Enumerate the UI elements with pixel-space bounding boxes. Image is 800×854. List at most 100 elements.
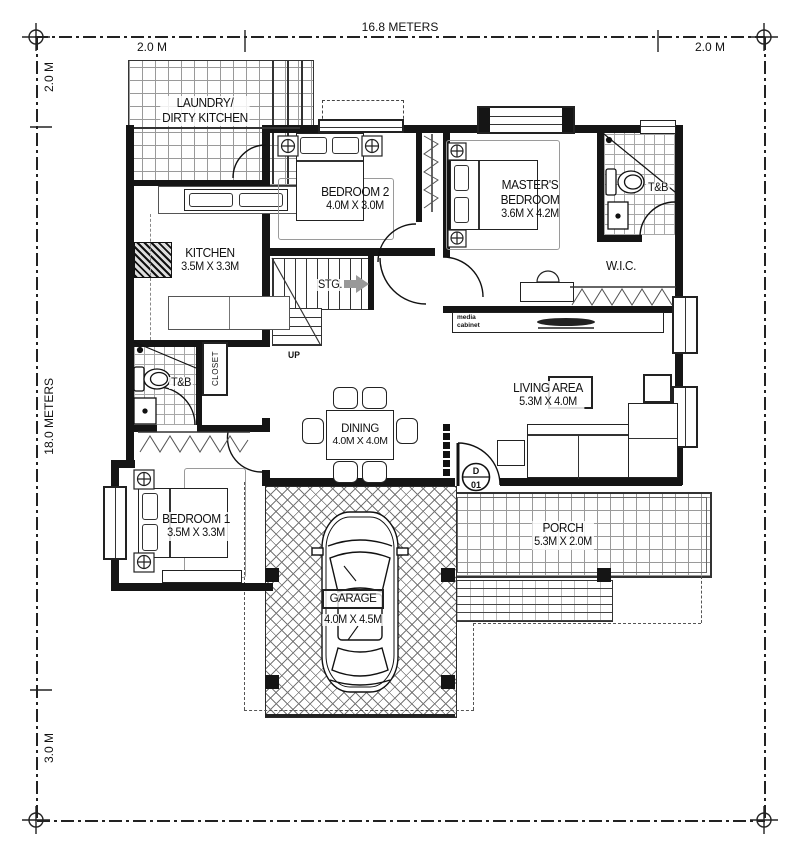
wall [500,478,682,486]
foyer-divider-dot [443,451,450,458]
window-bay [103,486,127,560]
garage-label: GARAGE [329,593,377,605]
foyer-divider-dot [443,433,450,440]
blanket-line [478,161,480,229]
window-bay [477,106,575,134]
dining-size: 4.0M X 4.0M [332,435,388,447]
laundry-divider-line [287,60,289,184]
side-table [643,374,672,403]
blanket-line [297,160,363,162]
up-label: UP [288,350,300,360]
eave-line [244,710,474,711]
living-area-label: LIVING AREA 5.3M X 4.0M [511,381,585,410]
kitchen-counter [168,296,290,330]
foyer-divider-dot [443,442,450,449]
dim-top-right: 2.0 M [694,40,726,54]
sofa-armrest [497,440,525,466]
closet-box: CLOSET [202,342,228,396]
media-label-line2: cabinet [457,321,480,329]
window-midline [490,124,562,125]
pillow [454,197,469,223]
stool [536,270,560,283]
window-midline [685,388,686,446]
window [318,119,404,133]
laundry-divider-line [272,60,274,184]
porch-label: PORCH 5.3M X 2.0M [532,521,594,550]
tb-right-label: T&B [646,182,670,194]
foyer-divider-dot [443,424,450,431]
window-midline [685,298,686,352]
dim-side-bottom: 3.0 M [42,733,56,764]
foyer-divider-dot [443,460,450,467]
garage-column [265,568,279,582]
dining-label: DINING [341,423,379,435]
bedroom1-label: BEDROOM 1 3.5M X 3.3M [160,512,232,541]
eave-line [473,623,474,710]
dining-table: DINING 4.0M X 4.0M [326,410,394,460]
window-midline [490,116,562,117]
foyer-divider-dot [443,469,450,476]
door-tag: D 01 [461,462,491,492]
garage-label-box: GARAGE [322,589,384,609]
door-tag-number: 01 [471,480,481,490]
dining-chair [362,461,387,483]
bedroom1-dresser [162,570,242,583]
window-midline [320,127,402,128]
window-cap [562,108,573,132]
dim-top-left: 2.0 M [136,40,168,54]
dim-side-total: 18.0 METERS [42,378,56,455]
pillow [300,137,327,154]
counter-dashed-edge [150,214,151,340]
garage-size: 4.0M X 4.5M [322,614,384,626]
porch-steps [443,580,613,622]
eave-line [701,576,702,623]
garage-column [441,675,455,689]
wall [262,470,270,486]
dining-chair [396,418,418,444]
laundry-label: LAUNDRY/ DIRTY KITCHEN [160,96,250,126]
master-bedroom-label: MASTER'S BEDROOM 3.6M X 4.2M [500,178,560,220]
porch-column [597,568,611,582]
sofa-chaise [628,403,678,478]
wall [597,235,642,242]
sofa [527,424,629,479]
dimension-line-left [36,37,38,821]
window [640,120,676,134]
wall [416,132,422,222]
door-tag-letter: D [473,466,480,476]
garage-column [265,675,279,689]
wall [197,425,270,432]
garage-slab-edge [265,714,455,717]
laundry-underline [134,127,300,129]
dimension-line-right [764,37,766,821]
counter-divider [229,297,230,329]
porch-column [441,568,455,582]
wall [111,583,273,591]
pillow [142,524,158,551]
wic-label: W.I.C. [605,259,637,273]
sofa-cushion-line [578,434,579,479]
kitchen-sink [184,189,288,211]
dimension-line-top [35,36,765,38]
kitchen-label: KITCHEN 3.5M X 3.3M [181,246,239,273]
wall [368,256,374,310]
dining-chair [333,387,358,409]
wall [126,125,134,437]
media-label-line1: media [457,314,476,321]
stove [134,242,172,278]
pillow [332,137,359,154]
sofa-cushion-line [629,438,677,439]
dining-chair [302,418,324,444]
window-midline [115,488,116,558]
media-cabinet-label: media cabinet [457,314,480,330]
pillow [142,493,158,520]
master-desk [520,282,574,302]
bedroom2-label: BEDROOM 2 4.0M X 3.0M [321,185,389,212]
dim-side-top: 2.0 M [42,62,56,93]
storage-label: STG. [316,279,344,291]
dining-chair [362,387,387,409]
wall [262,478,455,486]
window-cap [479,108,490,132]
sink-bowl [189,193,233,207]
window-bay [672,296,698,354]
